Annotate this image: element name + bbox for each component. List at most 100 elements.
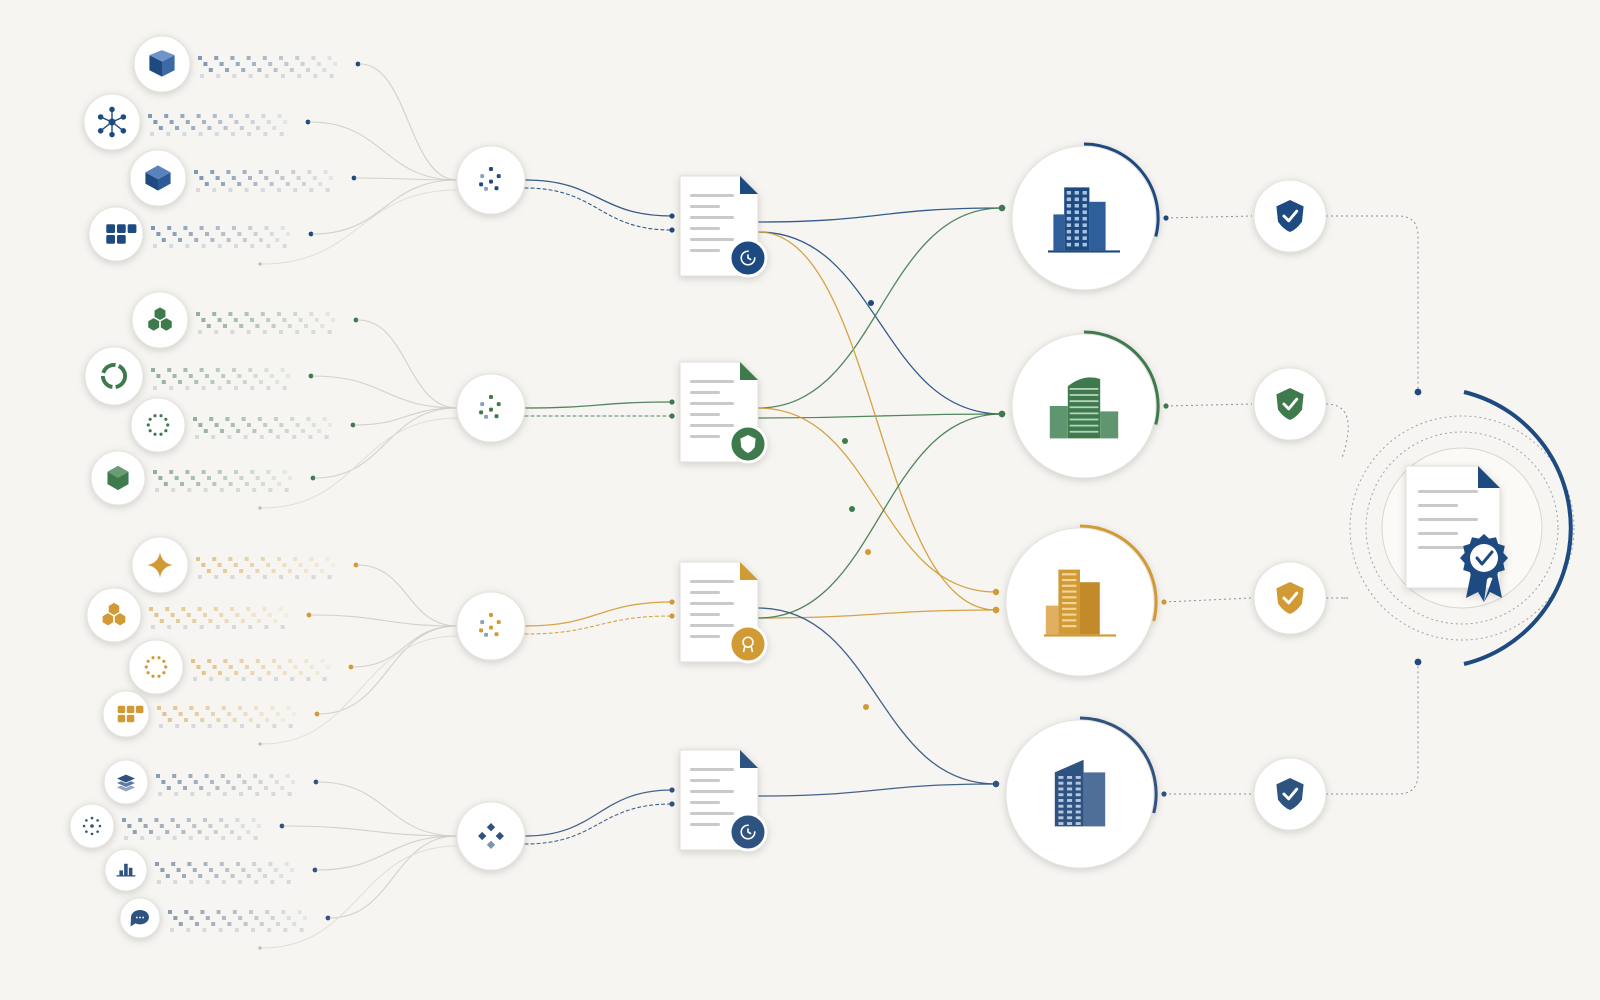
trail-pixel bbox=[169, 470, 174, 474]
ring-dot bbox=[144, 665, 148, 669]
trail-pixel bbox=[143, 824, 148, 828]
pixel-trail bbox=[122, 818, 261, 840]
trail-pixel bbox=[207, 659, 212, 663]
trail-pixel bbox=[311, 423, 316, 427]
source-to-hub-line bbox=[261, 635, 458, 745]
clock-rim bbox=[740, 824, 756, 840]
building-to-shield-line bbox=[1163, 597, 1253, 603]
window bbox=[1075, 776, 1081, 779]
clock-rim bbox=[740, 250, 756, 266]
pixel-trail bbox=[156, 774, 295, 796]
trail-pixel bbox=[165, 874, 170, 878]
trail-pixel bbox=[221, 706, 226, 710]
trail-pixel bbox=[187, 862, 192, 866]
document-to-building-line bbox=[757, 783, 997, 797]
trail-pixel bbox=[156, 374, 161, 378]
trail-pixel bbox=[158, 126, 163, 130]
trail-pixel bbox=[171, 488, 176, 492]
trail-pixel bbox=[320, 324, 325, 328]
link-endpoint bbox=[669, 613, 675, 619]
trail-pixel bbox=[260, 312, 265, 316]
diagram-nodes bbox=[69, 35, 1575, 939]
trail-pixel bbox=[247, 132, 252, 136]
cluster-dot bbox=[480, 174, 485, 179]
ring-dot bbox=[90, 832, 94, 836]
trail-pixel bbox=[268, 62, 273, 66]
trail-pixel bbox=[259, 712, 264, 716]
window bbox=[1067, 816, 1073, 820]
trail-pixel bbox=[232, 910, 237, 914]
trail-pixel bbox=[198, 575, 202, 579]
trail-pixel bbox=[301, 429, 305, 433]
award-center bbox=[1470, 544, 1498, 572]
trail-pixel bbox=[196, 665, 201, 669]
trail-pixel bbox=[157, 706, 161, 710]
trail-pixel bbox=[169, 244, 174, 248]
trail-pixel bbox=[237, 232, 242, 236]
trail-pixel bbox=[279, 874, 284, 878]
tower-body bbox=[1080, 582, 1100, 635]
window bbox=[1075, 799, 1081, 802]
trail-pixel bbox=[325, 312, 330, 316]
network-node bbox=[120, 114, 127, 120]
link-endpoint bbox=[308, 231, 314, 237]
window bbox=[1074, 236, 1079, 240]
trail-pixel bbox=[210, 170, 215, 174]
trail-pixel bbox=[232, 718, 237, 722]
trail-pixel bbox=[153, 470, 157, 474]
ring-dot bbox=[96, 830, 99, 833]
trail-pixel bbox=[205, 916, 210, 920]
document-to-building-line bbox=[757, 231, 1003, 415]
trail-pixel bbox=[170, 928, 174, 932]
trail-pixel bbox=[278, 607, 283, 611]
window bbox=[1074, 203, 1079, 208]
trail-pixel bbox=[219, 488, 224, 492]
trail-pixel bbox=[327, 56, 332, 60]
trail-pixel bbox=[206, 324, 211, 328]
trail-pixel bbox=[309, 557, 314, 561]
trail-pixel bbox=[284, 429, 289, 433]
trail-pixel bbox=[275, 380, 280, 384]
trail-pixel bbox=[318, 182, 323, 186]
trail-pixel bbox=[257, 868, 262, 872]
window-band bbox=[1069, 406, 1099, 409]
trail-pixel bbox=[250, 563, 254, 567]
cluster-dot bbox=[489, 613, 493, 617]
clock-hands bbox=[747, 254, 752, 261]
trail-pixel bbox=[282, 386, 287, 390]
trail-pixel bbox=[260, 188, 265, 192]
trail-pixel bbox=[276, 435, 280, 439]
trail-pixel bbox=[298, 563, 303, 567]
link-endpoint bbox=[258, 262, 262, 266]
grid-block bbox=[117, 705, 126, 714]
document-corner bbox=[740, 562, 758, 580]
trail-pixel bbox=[181, 830, 186, 834]
trail-pixel bbox=[169, 120, 174, 124]
trail-pixel bbox=[265, 910, 270, 914]
link-endpoint bbox=[669, 413, 675, 419]
cube-icon-part bbox=[145, 172, 158, 191]
pixel-trail bbox=[149, 607, 288, 629]
trail-pixel bbox=[262, 56, 267, 60]
trail-pixel bbox=[256, 724, 261, 728]
window bbox=[1082, 210, 1087, 215]
trail-pixel bbox=[242, 380, 247, 384]
trail-pixel bbox=[232, 74, 237, 78]
trail-pixel bbox=[217, 563, 222, 567]
trail-pixel bbox=[231, 132, 235, 136]
trail-pixel bbox=[194, 238, 199, 242]
trail-pixel bbox=[289, 68, 294, 72]
trail-pixel bbox=[287, 792, 292, 796]
trail-pixel bbox=[270, 706, 275, 710]
trail-pixel bbox=[181, 607, 186, 611]
trail-pixel bbox=[253, 774, 258, 778]
ring-dot bbox=[159, 414, 163, 418]
trail-pixel bbox=[178, 238, 182, 242]
trail-pixel bbox=[269, 182, 274, 186]
trail-pixel bbox=[175, 126, 179, 130]
trail-pixel bbox=[195, 922, 199, 926]
trail-pixel bbox=[207, 476, 211, 480]
trail-pixel bbox=[159, 619, 164, 623]
trail-pixel bbox=[322, 417, 327, 421]
trail-pixel bbox=[268, 862, 273, 866]
